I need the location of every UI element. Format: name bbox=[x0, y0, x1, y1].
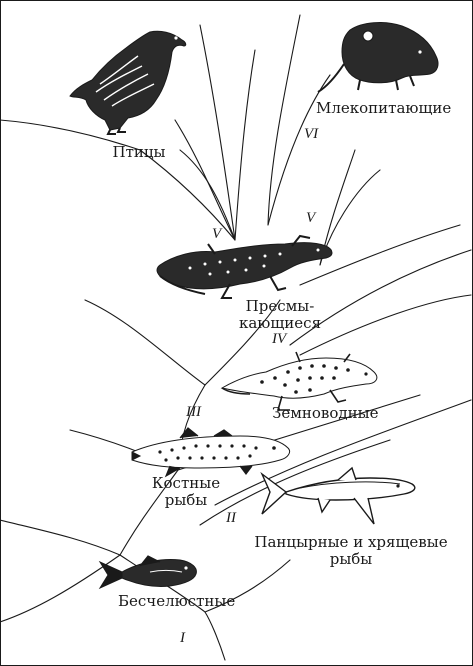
branch-line bbox=[234, 49, 256, 241]
branch-line bbox=[267, 14, 301, 226]
branch-line bbox=[0, 519, 121, 556]
branch-line bbox=[199, 439, 391, 526]
branch-line bbox=[299, 224, 461, 286]
branch-line bbox=[84, 299, 206, 386]
salamander-icon bbox=[220, 351, 378, 411]
branch-line bbox=[267, 74, 331, 226]
branch-line bbox=[199, 24, 236, 241]
jawless-fish-icon bbox=[98, 555, 197, 590]
label-amphibians: Земноводные bbox=[272, 404, 379, 422]
branch-line bbox=[204, 299, 281, 386]
branch-line bbox=[0, 119, 141, 151]
branch-line bbox=[179, 149, 236, 241]
label-reptiles-line1: Пресмы- bbox=[245, 297, 315, 315]
label-birds: Птицы bbox=[112, 143, 166, 161]
branch-line bbox=[214, 399, 472, 506]
branch-line bbox=[119, 469, 179, 556]
branch-line bbox=[174, 119, 236, 241]
label-bony-fish-line2: рыбы bbox=[164, 491, 208, 509]
era-label-vi: VI bbox=[304, 126, 319, 142]
label-jawless: Бесчелюстные bbox=[118, 592, 236, 610]
shark-icon bbox=[260, 466, 416, 525]
label-reptiles-line2: кающиеся bbox=[238, 314, 322, 332]
era-label-iii: III bbox=[186, 404, 201, 420]
branch-line bbox=[289, 249, 472, 346]
branch-line bbox=[139, 149, 236, 241]
branch-line bbox=[299, 294, 472, 356]
shrew-icon bbox=[317, 22, 439, 93]
bony-fish-icon bbox=[131, 427, 291, 478]
branch-line bbox=[204, 559, 291, 613]
eagle-icon bbox=[69, 30, 187, 135]
label-armored-fish-line2: рыбы bbox=[329, 550, 373, 568]
era-label-iv: IV bbox=[272, 331, 287, 347]
era-label-i: I bbox=[180, 630, 185, 646]
lizard-icon bbox=[156, 234, 333, 299]
era-label-ii: II bbox=[226, 510, 236, 526]
era-label-v-right: V bbox=[306, 210, 316, 226]
label-bony-fish-line1: Костные bbox=[151, 474, 221, 492]
era-label-v-left: V bbox=[212, 226, 222, 242]
label-mammals: Млекопитающие bbox=[316, 99, 452, 117]
label-armored-fish-line1: Панцырные и хрящевые bbox=[254, 533, 448, 551]
